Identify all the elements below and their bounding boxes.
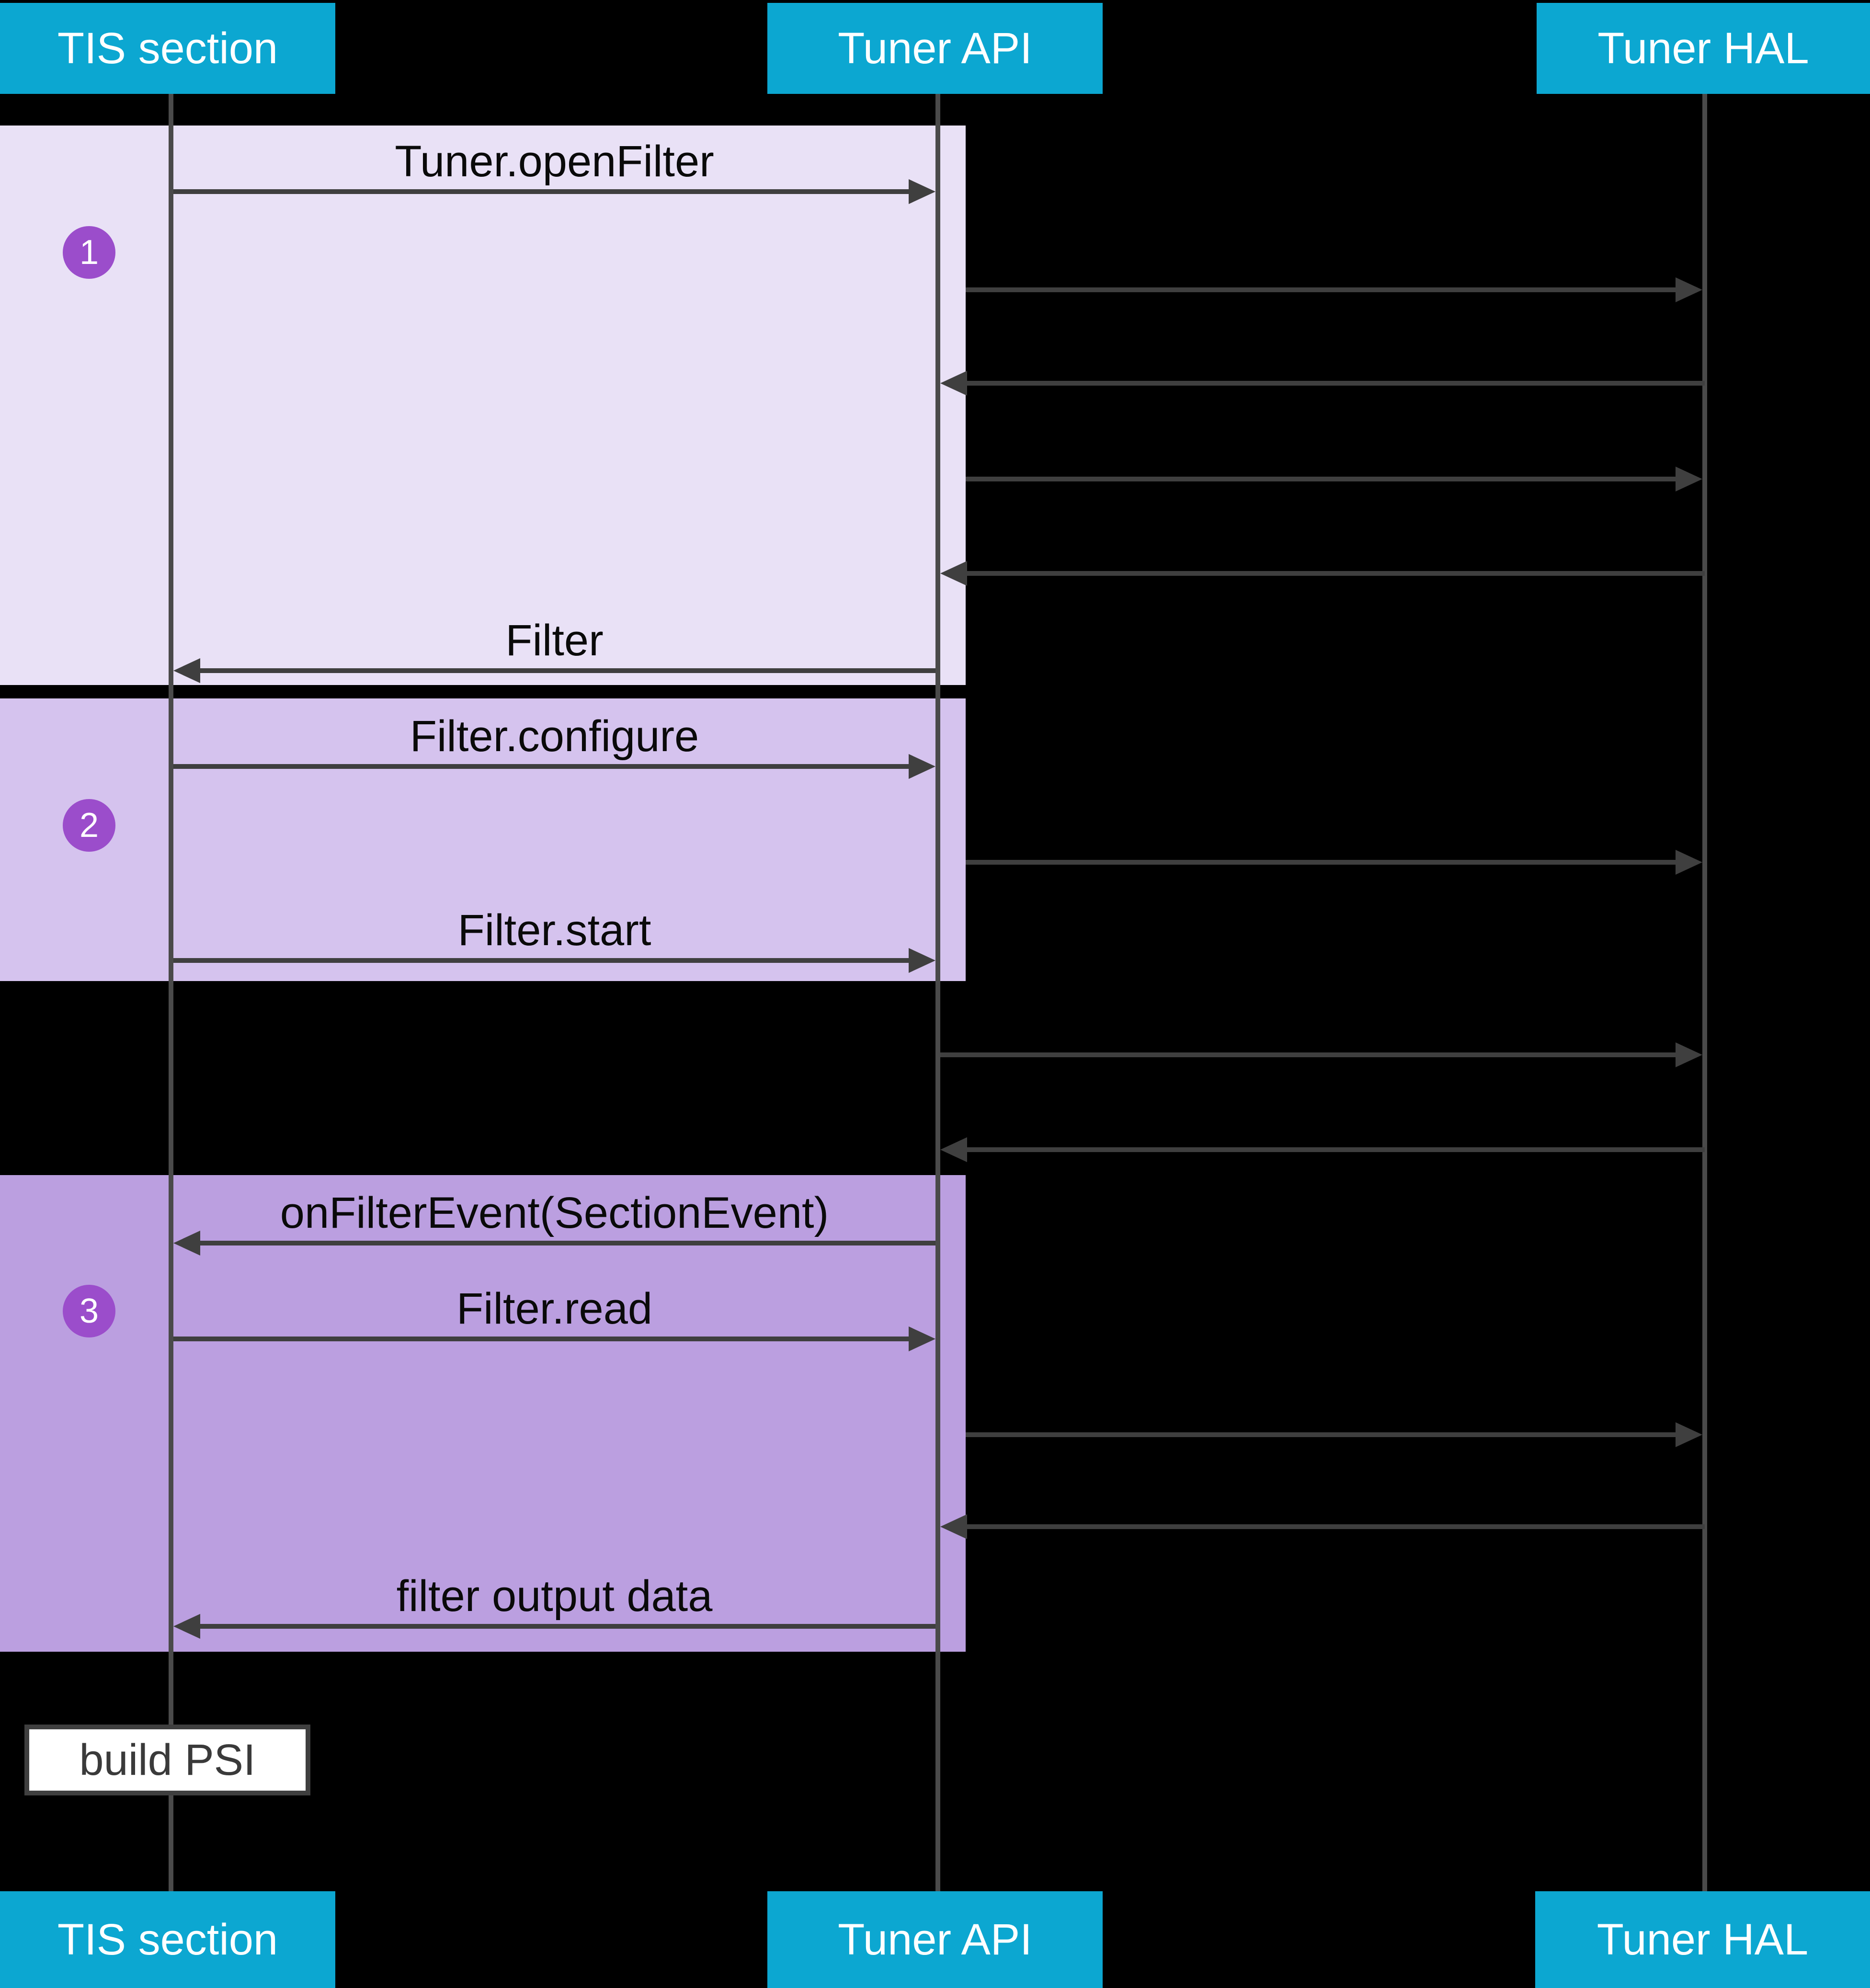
arrow-api-to-hal bbox=[966, 1432, 1676, 1437]
step2-region bbox=[0, 698, 966, 981]
arrow-tis-to-api bbox=[173, 189, 909, 194]
step2-badge: 2 bbox=[63, 799, 115, 852]
step1-region bbox=[0, 126, 966, 685]
participant-label: Tuner HAL bbox=[1597, 23, 1809, 73]
message-label-filter: Filter bbox=[505, 616, 604, 665]
participant-label: Tuner HAL bbox=[1596, 1915, 1809, 1964]
message-label-onfilterevent: onFilterEvent(SectionEvent) bbox=[280, 1188, 829, 1237]
arrowhead-left-icon bbox=[173, 1614, 200, 1639]
arrowhead-right-icon bbox=[1676, 467, 1702, 491]
step3-number: 3 bbox=[79, 1292, 99, 1330]
lifeline-tuner-hal bbox=[1702, 94, 1707, 1891]
arrow-tis-to-api bbox=[173, 958, 909, 963]
arrow-tis-to-api bbox=[173, 1337, 909, 1341]
arrowhead-left-icon bbox=[940, 561, 967, 586]
arrowhead-right-icon bbox=[909, 754, 935, 779]
participant-bottom-tis-section: TIS section bbox=[0, 1891, 335, 1988]
arrowhead-right-icon bbox=[909, 179, 935, 204]
arrow-api-to-tis bbox=[200, 1241, 935, 1245]
step3-badge: 3 bbox=[63, 1285, 115, 1337]
arrow-api-to-hal bbox=[940, 1052, 1676, 1057]
message-label-filter-read: Filter.read bbox=[456, 1284, 653, 1333]
arrowhead-left-icon bbox=[173, 658, 200, 683]
arrow-hal-to-api bbox=[967, 381, 1705, 386]
arrowhead-right-icon bbox=[909, 948, 935, 973]
message-label-filter-start: Filter.start bbox=[457, 906, 651, 955]
arrowhead-right-icon bbox=[1676, 850, 1702, 875]
arrow-api-to-hal bbox=[966, 477, 1676, 481]
arrow-tis-to-api bbox=[173, 764, 909, 769]
arrow-api-to-tis bbox=[200, 668, 935, 673]
arrowhead-right-icon bbox=[1676, 1042, 1702, 1067]
participant-top-tuner-hal: Tuner HAL bbox=[1537, 3, 1870, 94]
arrowhead-left-icon bbox=[940, 1137, 967, 1162]
message-label-filter-output-data: filter output data bbox=[396, 1572, 713, 1621]
arrow-api-to-hal bbox=[966, 860, 1676, 865]
arrowhead-right-icon bbox=[1676, 277, 1702, 302]
arrowhead-left-icon bbox=[940, 371, 967, 396]
note-build-psi: build PSI bbox=[24, 1725, 310, 1795]
note-label: build PSI bbox=[79, 1735, 256, 1784]
lifeline-tuner-api bbox=[935, 94, 940, 1891]
step1-badge: 1 bbox=[63, 226, 115, 279]
participant-label: TIS section bbox=[57, 1915, 278, 1964]
arrowhead-right-icon bbox=[909, 1326, 935, 1351]
participant-bottom-tuner-api: Tuner API bbox=[767, 1891, 1103, 1988]
arrow-hal-to-api bbox=[967, 571, 1705, 576]
arrow-api-to-tis bbox=[200, 1624, 935, 1629]
message-label-filter-configure: Filter.configure bbox=[410, 712, 699, 761]
participant-top-tis-section: TIS section bbox=[0, 3, 335, 94]
step3-region bbox=[0, 1175, 966, 1652]
arrow-hal-to-api bbox=[967, 1147, 1705, 1152]
lifeline-tis-section bbox=[169, 94, 173, 1891]
step1-number: 1 bbox=[79, 233, 99, 272]
participant-label: TIS section bbox=[57, 23, 278, 73]
step2-number: 2 bbox=[79, 806, 99, 845]
arrow-hal-to-api bbox=[967, 1524, 1705, 1529]
arrowhead-left-icon bbox=[940, 1514, 967, 1539]
arrowhead-right-icon bbox=[1676, 1422, 1702, 1447]
participant-label: Tuner API bbox=[838, 23, 1032, 73]
participant-top-tuner-api: Tuner API bbox=[767, 3, 1103, 94]
message-label-tuner-openfilter: Tuner.openFilter bbox=[395, 137, 714, 186]
arrow-api-to-hal bbox=[966, 287, 1676, 292]
participant-label: Tuner API bbox=[838, 1915, 1032, 1964]
participant-bottom-tuner-hal: Tuner HAL bbox=[1535, 1891, 1870, 1988]
arrowhead-left-icon bbox=[173, 1231, 200, 1256]
